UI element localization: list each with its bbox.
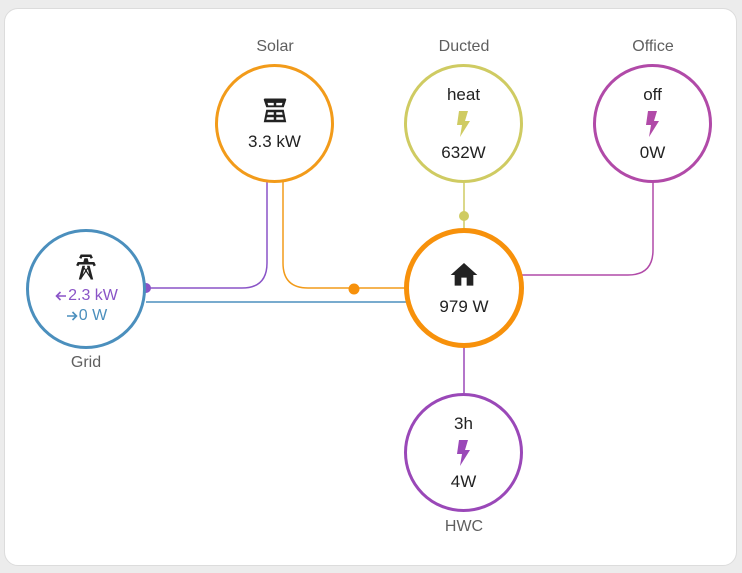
solar-node[interactable]: 3.3 kW [215, 64, 334, 183]
flash-icon [645, 110, 659, 137]
arrow-right-icon [66, 311, 78, 321]
grid-export-value: 0 W [78, 307, 108, 324]
grid-import-row: 2.3 kW [54, 286, 118, 306]
hwc-label: HWC [444, 518, 484, 535]
hwc-node[interactable]: 3h 4W [404, 393, 523, 512]
ducted-label: Ducted [438, 38, 490, 55]
ducted-node[interactable]: heat 632W [404, 64, 523, 183]
ducted-state: heat [446, 84, 481, 104]
ducted-power: 632W [441, 142, 486, 162]
flash-icon [456, 439, 470, 466]
solar-flow-dot [348, 283, 360, 295]
grid-import-value: 2.3 kW [68, 287, 118, 304]
office-power: 0W [639, 142, 666, 162]
office-state: off [643, 84, 662, 104]
grid-node[interactable]: 2.3 kW 0 W [26, 229, 146, 349]
office-label: Office [632, 38, 674, 55]
home-icon [450, 263, 478, 286]
hwc-power: 4W [450, 471, 477, 491]
office-to-home-line [522, 181, 654, 276]
grid-label: Grid [70, 354, 102, 371]
office-node[interactable]: off 0W [593, 64, 712, 183]
flash-icon [456, 110, 470, 137]
home-node[interactable]: 979 W [404, 228, 524, 348]
solar-power: 3.3 kW [248, 131, 301, 151]
home-power: 979 W [439, 297, 489, 316]
solar-to-grid-line [146, 181, 268, 289]
arrow-left-icon [55, 291, 67, 301]
grid-export-row: 0 W [65, 306, 107, 326]
solar-label: Solar [256, 38, 294, 55]
ducted-flow-dot [459, 211, 469, 221]
solar-panel-icon [263, 98, 286, 122]
hwc-state: 3h [454, 413, 473, 433]
transmission-tower-icon [76, 254, 96, 280]
solar-to-home-line [282, 181, 406, 289]
